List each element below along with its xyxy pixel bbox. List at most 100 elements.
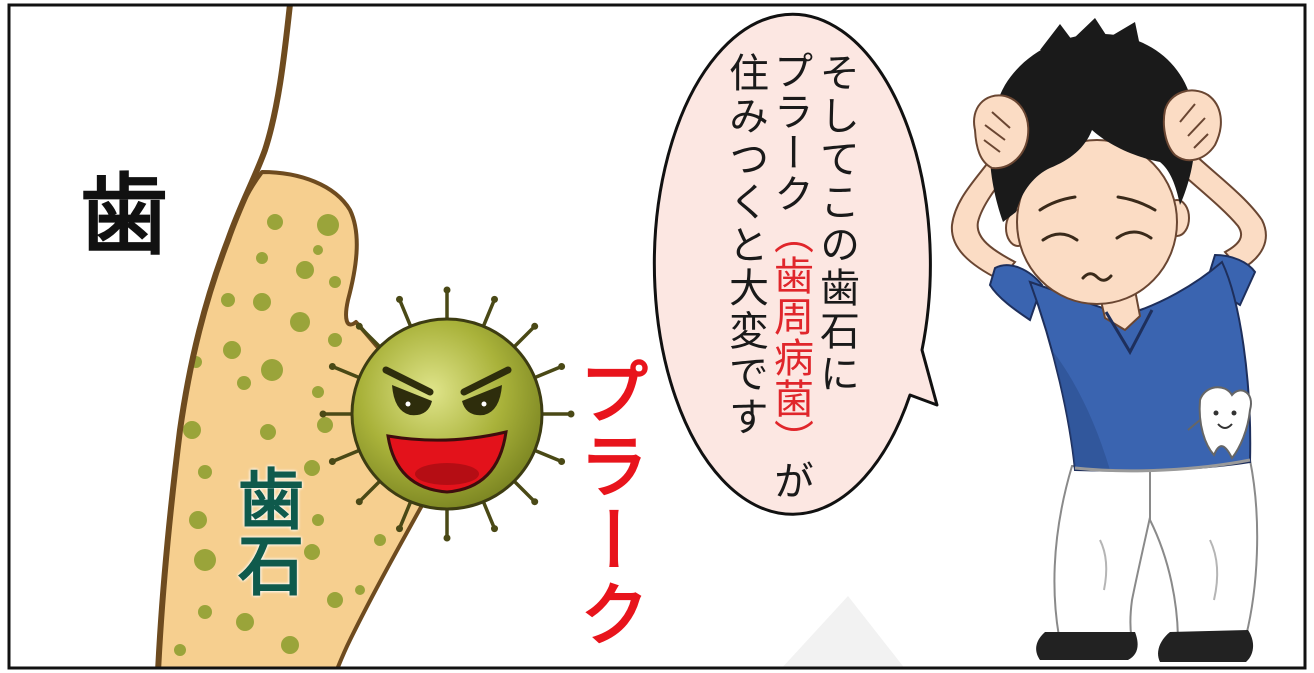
germ-spike-tip [319, 410, 327, 418]
tooth-mascot-eye [1213, 410, 1219, 416]
tartar-dot [304, 544, 320, 560]
germ-spike-tip [396, 525, 403, 533]
tartar-dot [312, 514, 324, 526]
tartar-dot [317, 417, 333, 433]
left-sleeve [988, 264, 1044, 322]
germ-spike-tip [396, 295, 403, 303]
tartar-dot [223, 341, 241, 359]
left-pant-leg [1053, 464, 1162, 644]
right-hand [1162, 89, 1222, 162]
hair-spikes [1040, 18, 1140, 50]
tartar-dot [256, 252, 268, 264]
tartar-dot [312, 386, 324, 398]
tartar-dot [374, 534, 386, 546]
speech-line-2-start: プラーク [767, 50, 813, 214]
germ-spike-tip [328, 363, 336, 370]
germ-spike [511, 324, 537, 350]
tooth-mascot-body [1198, 386, 1252, 460]
left-hand-fingers [983, 111, 1011, 153]
germ-spike-tip [328, 458, 336, 465]
pants-fold [1099, 539, 1108, 591]
left-eyebrow [1038, 195, 1077, 212]
germ-spike [330, 364, 362, 380]
tartar-dot [328, 333, 342, 347]
germ-spike [330, 448, 362, 464]
germ-spike [397, 297, 413, 329]
tooth-mascot-smile [1217, 423, 1233, 429]
right-shoe [1158, 630, 1254, 662]
tartar-dot [253, 293, 271, 311]
tartar-dots [174, 214, 386, 656]
germ-tongue [415, 463, 479, 485]
tartar-dot [183, 421, 201, 439]
tooth-mascot-print [1187, 386, 1252, 460]
tartar-dot [290, 312, 310, 332]
germ-spike-tip [531, 498, 539, 506]
tooth-mascot-eye [1231, 410, 1237, 416]
germ-spike-tip [531, 322, 539, 330]
germ-spikes [319, 286, 575, 542]
germ-spike [481, 499, 497, 531]
plaque-germ [319, 286, 575, 542]
germ-left-eye [392, 385, 432, 416]
tartar-dot [221, 293, 235, 307]
germ-spike [532, 448, 564, 464]
tartar-dot [174, 644, 186, 656]
germ-spike-tip [567, 410, 575, 418]
tooth-outline [155, 6, 293, 667]
germ-eye-glint [405, 401, 411, 407]
germ-spike [511, 478, 537, 504]
germ-spike-tip [355, 322, 363, 330]
germ-spike [532, 364, 564, 380]
tooth-mascot-arm [1187, 419, 1201, 431]
germ-right-eye [462, 385, 502, 416]
speech-line-2-end: が [767, 460, 813, 501]
tartar-dot [313, 245, 323, 255]
germ-spike-tip [558, 458, 566, 465]
right-eyebrow [1116, 195, 1157, 212]
tartar-dot [198, 605, 212, 619]
tartar-dot [260, 424, 276, 440]
shirt-v-neck [1104, 309, 1154, 356]
tartar-dot [296, 261, 314, 279]
speech-line-1: そしてこの歯石に [813, 52, 859, 396]
hair [989, 33, 1196, 222]
germ-spike-tip [355, 498, 363, 506]
tartar-label: 歯石 [227, 465, 304, 597]
tartar-dot [304, 460, 320, 476]
speech-line-3: 住みつくと大変です [722, 52, 768, 439]
germ-left-brow [382, 366, 434, 396]
face [1016, 139, 1178, 305]
tartar-dot [317, 214, 339, 236]
germ-spike [357, 324, 383, 350]
left-shoe [1036, 632, 1138, 660]
tartar-dot [329, 276, 341, 288]
germ-spike [481, 297, 497, 329]
tartar-dot [261, 359, 283, 381]
tartar-dot [236, 613, 254, 631]
right-eye-closed [1115, 230, 1153, 240]
speech-line-2: プラーク（歯周病菌）が [767, 50, 813, 501]
germ-spike-tip [443, 534, 451, 542]
plaque-label: プラーク [568, 356, 650, 652]
tartar-dot [237, 376, 251, 390]
germ-spike-tip [443, 286, 451, 294]
germ-spike [357, 478, 383, 504]
speech-bubble [652, 12, 939, 516]
germ-spike-tip [491, 295, 498, 303]
pants-fold [1209, 539, 1219, 601]
tartar-dot [267, 214, 283, 230]
germ-spike [397, 499, 413, 531]
right-hand-fingers [1179, 103, 1209, 149]
tartar-dot [198, 465, 212, 479]
germ-spike-tip [491, 525, 498, 533]
germ-right-brow [460, 366, 512, 396]
tooth-label: 歯 [80, 164, 169, 267]
tartar-dot [281, 636, 299, 654]
worried-man [950, 18, 1267, 662]
panel-border [7, 3, 1307, 670]
waistband [1074, 458, 1251, 473]
background-shape [782, 596, 904, 667]
tartar-dot [327, 592, 343, 608]
